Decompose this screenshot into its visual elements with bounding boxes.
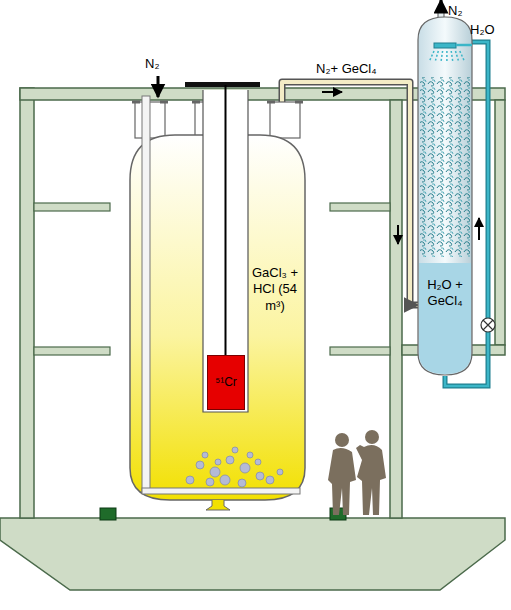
gas-bubble — [220, 475, 230, 485]
shelf — [330, 203, 390, 211]
reactor-tank: GaCl₃ + HCl (54 m³) ⁵¹Cr — [130, 100, 305, 505]
contents-label: H₂O + GeCl₄ — [418, 277, 472, 310]
flow-label: N₂ — [448, 3, 462, 19]
gas-inlet-tube — [142, 96, 150, 492]
water-spray — [435, 51, 438, 61]
water-spray — [441, 51, 443, 61]
absorber-liquid — [419, 263, 471, 374]
gas-bubble — [215, 459, 221, 465]
flow-label: H₂O — [470, 22, 495, 38]
gas-bubble — [256, 472, 264, 480]
tank-port — [270, 102, 300, 138]
wall — [20, 88, 34, 518]
valve — [481, 318, 495, 332]
tank-foot — [100, 508, 116, 520]
flow-arrow — [440, 0, 443, 9]
absorber-column: H₂O + GeCl₄ — [418, 15, 472, 377]
drain — [206, 500, 230, 510]
column-packing — [420, 77, 470, 257]
water-spray — [430, 51, 435, 61]
person-silhouette — [328, 430, 386, 515]
flow-label: N₂ — [145, 56, 159, 72]
gas-bubble — [186, 476, 194, 484]
gas-bubble — [226, 456, 234, 464]
spray-head — [434, 43, 456, 48]
water-spray — [460, 51, 465, 61]
shelf — [330, 347, 390, 355]
gas-bubble — [247, 452, 253, 458]
flange — [267, 101, 303, 104]
pipe-label: N₂+ GeCl₄ — [316, 61, 377, 77]
water-spray — [446, 51, 448, 61]
shelf — [34, 347, 110, 355]
gas-bubble — [232, 447, 238, 453]
contents-label: GaCl₃ + HCl (54 m³) — [248, 265, 302, 314]
foundation — [0, 518, 505, 590]
support-beam — [185, 82, 260, 87]
gas-bubble — [277, 469, 283, 475]
shelf — [34, 203, 110, 211]
flow-arrow — [322, 91, 342, 93]
wall — [390, 100, 402, 518]
valve — [483, 320, 493, 330]
gas-bubble — [266, 476, 274, 484]
gas-bubble — [196, 461, 204, 469]
bubbler — [142, 488, 300, 494]
gas-bubble — [238, 479, 246, 487]
water-spray — [456, 51, 459, 61]
source-rod — [225, 85, 227, 355]
wall — [495, 100, 505, 345]
water-spray — [451, 51, 453, 61]
flow-arrow — [157, 76, 160, 97]
gas-bubble — [240, 463, 250, 473]
gas-bubble — [206, 478, 214, 486]
flow-arrow — [397, 225, 399, 244]
gas-bubble — [202, 452, 208, 458]
gas-bubble — [210, 467, 220, 477]
water-pipe — [456, 44, 472, 47]
gas-bubble — [255, 459, 261, 465]
isotope-label: ⁵¹Cr — [215, 375, 237, 390]
absorber-column — [418, 17, 472, 375]
flow-arrow — [478, 218, 480, 240]
source-capsule: ⁵¹Cr — [207, 355, 245, 410]
column-outline — [418, 15, 472, 377]
